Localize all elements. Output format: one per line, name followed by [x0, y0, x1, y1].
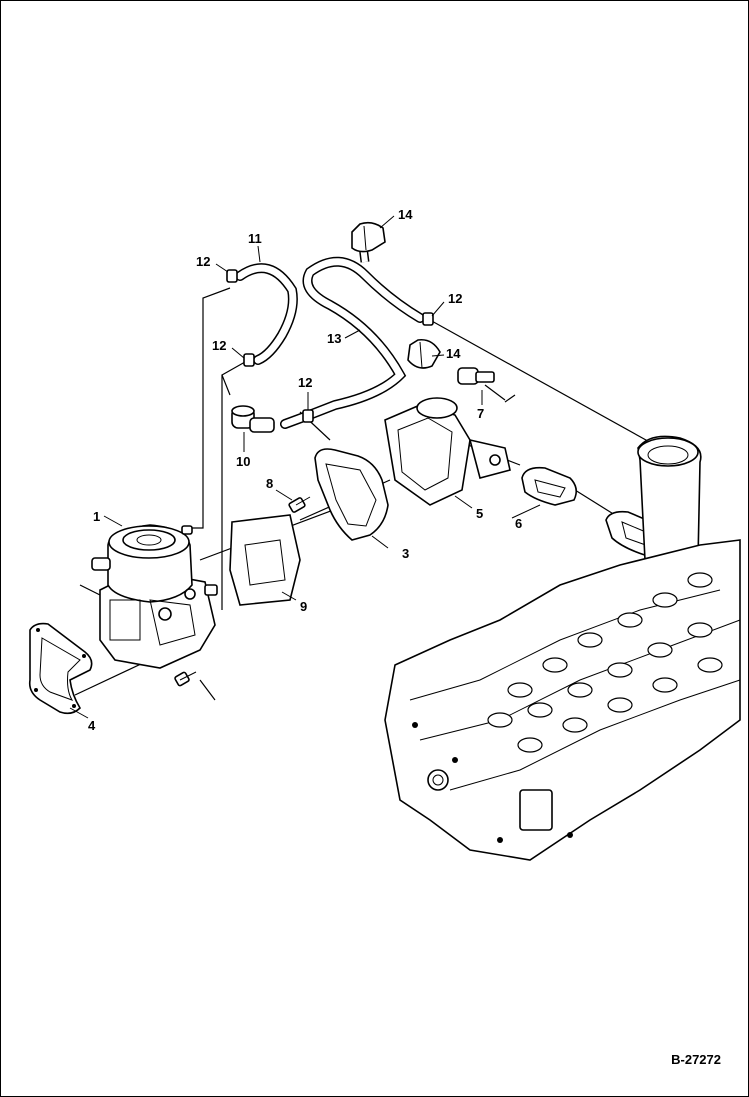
callout-12-a: 12 — [196, 254, 210, 269]
sensor-icon — [231, 405, 275, 433]
callout-12-d: 12 — [448, 291, 462, 306]
gasket-4-icon — [28, 622, 93, 715]
hose-11 — [235, 263, 298, 365]
callout-12-b: 12 — [212, 338, 226, 353]
callout-10: 10 — [236, 454, 250, 469]
callout-11: 11 — [248, 231, 262, 246]
cylinder-head-icon — [384, 435, 741, 861]
callout-14-b: 14 — [446, 346, 461, 361]
callout-12-c: 12 — [298, 375, 312, 390]
figure-reference: B-27272 — [671, 1052, 721, 1067]
callout-5: 5 — [476, 506, 483, 521]
clamp-icon — [226, 269, 434, 423]
hose-13 — [280, 237, 425, 429]
callout-labels: 1 3 4 5 6 7 8 9 10 11 12 12 12 12 13 14 … — [88, 207, 522, 733]
callout-1: 1 — [93, 509, 100, 524]
callout-13: 13 — [327, 331, 341, 346]
callout-14-a: 14 — [398, 207, 413, 222]
callout-8: 8 — [266, 476, 273, 491]
callout-7: 7 — [477, 406, 484, 421]
callout-4: 4 — [88, 718, 96, 733]
clip-icon — [351, 221, 441, 369]
callout-6: 6 — [515, 516, 522, 531]
callout-3: 3 — [402, 546, 409, 561]
bolt-7-icon — [457, 367, 495, 385]
gasket-3-icon — [314, 448, 389, 541]
outlet-housing-icon — [384, 397, 511, 506]
thermostat-housing-icon — [91, 524, 218, 669]
callout-leaders — [69, 215, 541, 719]
flange-gasket-icon — [229, 514, 301, 606]
bolt-icon — [174, 496, 311, 687]
callout-9: 9 — [300, 599, 307, 614]
